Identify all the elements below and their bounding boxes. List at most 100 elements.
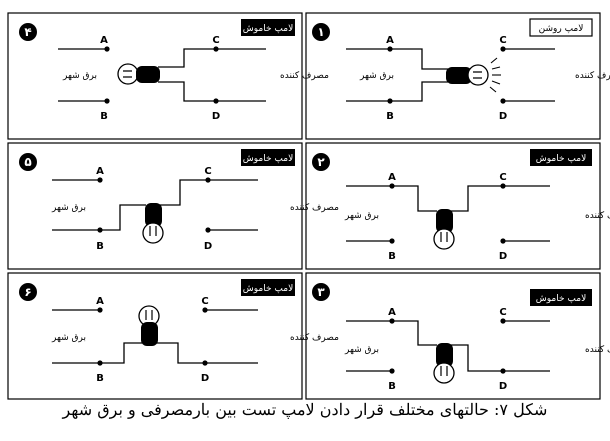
terminal-c (500, 183, 506, 189)
label-c: C (204, 166, 211, 177)
wire-d (158, 81, 216, 102)
panel-1: ۱ لامپ روشن A B C D (312, 18, 610, 122)
lamp-icon (433, 209, 455, 250)
label-a: A (388, 307, 396, 318)
label-d: D (499, 251, 507, 262)
lamp-icon (446, 64, 489, 86)
wire-b (52, 204, 146, 231)
panel-frame-5 (7, 142, 303, 270)
panel-number: ۱ (317, 25, 324, 39)
source-label: برق شهر (359, 71, 394, 81)
panel-2: ۲ لامپ خاموش A B C D برق شهر مصرف کننده (312, 149, 610, 262)
terminal-d (213, 98, 219, 104)
panel-number-badge (19, 153, 37, 171)
lamp-icon (142, 203, 164, 244)
wire-a (346, 185, 437, 212)
label-a: A (96, 166, 104, 177)
lamp-icon (433, 343, 455, 384)
status-badge (241, 19, 295, 36)
wire-c (158, 48, 216, 68)
panel-frame-6 (7, 272, 303, 400)
light-rays-icon (489, 57, 501, 93)
label-a: A (388, 172, 396, 183)
terminal-b (104, 98, 110, 104)
label-b: B (388, 251, 396, 262)
status-badge (241, 149, 295, 166)
panel-5: ۵ لامپ خاموش A B C D برق شهر مصرف کننده (19, 149, 339, 252)
label-b: B (388, 381, 396, 392)
terminal-c (202, 307, 208, 313)
consumer-label: مصرف کننده (290, 203, 339, 213)
panel-3: ۳ لامپ خاموش A B C D برق شهر مصرف کننده (312, 283, 610, 392)
status-label: لامپ خاموش (243, 154, 293, 164)
status-label: لامپ خاموش (243, 24, 293, 34)
wire-b (346, 81, 448, 102)
source-label: برق شهر (51, 333, 86, 343)
source-label: برق شهر (344, 211, 379, 221)
consumer-label: مصرف کننده (585, 345, 610, 355)
terminal-d (500, 98, 506, 104)
status-label: لامپ خاموش (243, 284, 293, 294)
label-b: B (386, 111, 394, 122)
panel-number: ۶ (24, 285, 31, 299)
label-a: A (386, 35, 394, 46)
label-b: B (100, 111, 108, 122)
terminal-d (500, 368, 506, 374)
panel-6: ۶ لامپ خاموش A B C D برق شهر مصرف کننده (19, 279, 339, 384)
status-badge (530, 289, 592, 306)
panel-number-badge (312, 283, 330, 301)
source-label: برق شهر (51, 203, 86, 213)
panel-number-badge (312, 23, 330, 41)
panel-frame-2 (305, 142, 601, 270)
terminal-c (500, 46, 506, 52)
wire-c (159, 179, 258, 206)
label-d: D (499, 381, 507, 392)
consumer-label: مصرف کننده (575, 71, 610, 81)
figure-caption: شکل ۷: حالتهای مختلف قرار دادن لامپ تست … (62, 400, 548, 419)
label-c: C (499, 172, 506, 183)
consumer-label: مصرف کننده (585, 211, 610, 221)
lamp-icon (138, 305, 160, 346)
source-label: برق شهر (344, 345, 379, 355)
panel-number: ۴ (24, 25, 31, 39)
terminal-b (97, 360, 103, 366)
status-label: لامپ خاموش (536, 294, 586, 304)
wire-d (155, 342, 258, 364)
terminal-a (389, 183, 395, 189)
terminal-b (389, 238, 395, 244)
panel-frames (7, 12, 601, 400)
panel-number: ۵ (24, 155, 31, 169)
panel-4: ۴ لامپ خاموش A B C D برق شهر مصرف کننده (19, 19, 329, 122)
label-b: B (96, 241, 104, 252)
terminal-d (205, 227, 211, 233)
terminal-a (97, 307, 103, 313)
terminal-d (202, 360, 208, 366)
label-a: A (100, 35, 108, 46)
terminal-a (97, 177, 103, 183)
panel-number-badge (19, 23, 37, 41)
source-label: برق شهر (62, 71, 97, 81)
panel-frame-4 (7, 12, 303, 140)
status-label: لامپ روشن (539, 24, 584, 34)
terminal-b (387, 98, 393, 104)
label-c: C (212, 35, 219, 46)
terminal-a (389, 318, 395, 324)
terminal-a (387, 46, 393, 52)
label-b: B (96, 373, 104, 384)
terminal-c (213, 46, 219, 52)
panel-frame-1 (305, 12, 601, 140)
label-c: C (201, 296, 208, 307)
terminal-c (500, 318, 506, 324)
label-a: A (96, 296, 104, 307)
status-badge (241, 279, 295, 296)
status-badge (529, 18, 593, 37)
panel-number: ۲ (317, 155, 325, 169)
status-label: لامپ خاموش (536, 154, 586, 164)
terminal-b (389, 368, 395, 374)
panel-number-badge (19, 283, 37, 301)
consumer-label: مصرف کننده (290, 333, 339, 343)
status-badge (530, 149, 592, 166)
terminal-a (104, 46, 110, 52)
panel-frame-3 (305, 272, 601, 400)
